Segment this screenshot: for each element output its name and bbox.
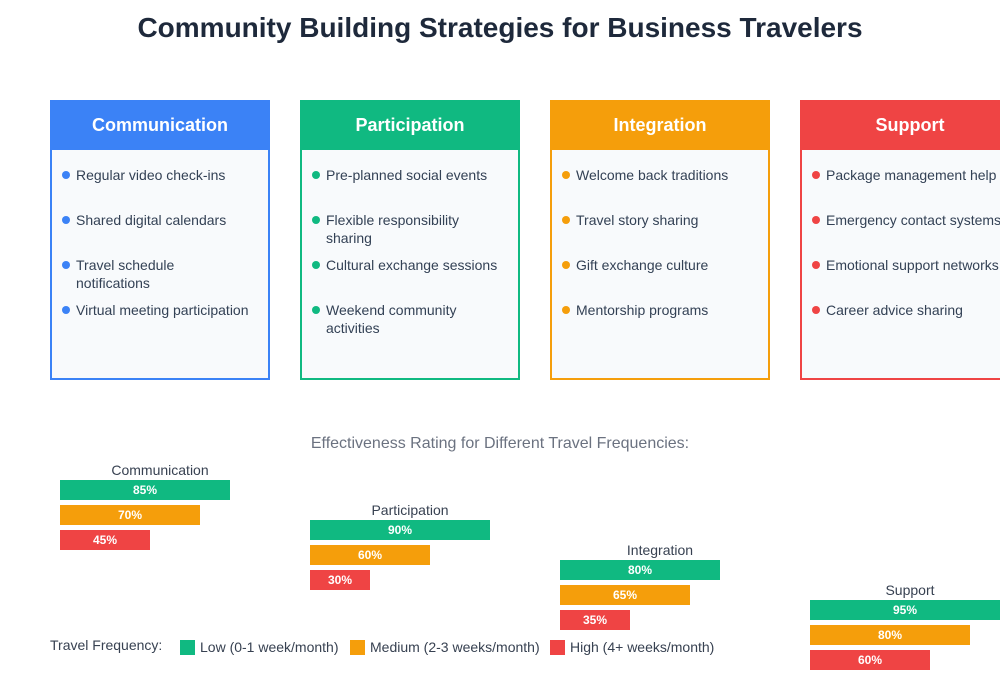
list-item-text: Travel story sharing (576, 212, 699, 228)
legend-item-medium: Medium (2-3 weeks/month) (350, 639, 540, 655)
bullet-icon (812, 171, 820, 179)
list-item: Pre-planned social events (312, 166, 512, 184)
bullet-icon (562, 216, 570, 224)
bar-participation-high: 30% (310, 570, 370, 590)
list-item: Regular video check-ins (62, 166, 262, 184)
list-item-text: Flexible responsibility sharing (326, 212, 460, 246)
list-item: Weekend community activities (312, 301, 512, 337)
bar-communication-low: 85% (60, 480, 230, 500)
list-item: Package management help (812, 166, 1000, 184)
list-item: Travel schedule notifications (62, 256, 262, 292)
bar-support-high: 60% (810, 650, 930, 670)
list-item-text: Shared digital calendars (76, 212, 227, 228)
list-item-text: Virtual meeting participation (76, 302, 249, 318)
list-item: Flexible responsibility sharing (312, 211, 512, 247)
strategy-card-integration: Integration Welcome back traditions Trav… (550, 100, 770, 380)
group-label-communication: Communication (111, 462, 209, 478)
legend-swatch-high (550, 639, 565, 655)
bar-participation-medium: 60% (310, 545, 430, 565)
bullet-icon (312, 306, 320, 314)
list-item-text: Cultural exchange sessions (326, 257, 498, 273)
list-item: Welcome back traditions (562, 166, 762, 184)
bullet-icon (562, 261, 570, 269)
bar-support-low: 95% (810, 600, 1000, 620)
list-item: Mentorship programs (562, 301, 762, 319)
list-item-text: Package management help (826, 167, 997, 183)
bar-integration-low: 80% (560, 560, 720, 580)
group-label-support: Support (885, 582, 935, 598)
list-item-text: Emergency contact systems (826, 212, 1000, 228)
bullet-icon (62, 216, 70, 224)
card-header-participation: Participation (300, 100, 520, 150)
card-header-support: Support (802, 100, 1000, 150)
list-item-text: Regular video check-ins (76, 167, 226, 183)
page-title: Community Building Strategies for Busine… (137, 12, 863, 43)
list-item-text: Gift exchange culture (576, 257, 709, 273)
legend-swatch-low (180, 639, 195, 655)
bullet-icon (812, 306, 820, 314)
list-item: Shared digital calendars (62, 211, 262, 229)
bullet-icon (562, 306, 570, 314)
bullet-icon (312, 216, 320, 224)
legend-text-low: Low (0-1 week/month) (200, 639, 339, 655)
list-item-text: Career advice sharing (826, 302, 963, 318)
legend-item-high: High (4+ weeks/month) (550, 639, 714, 655)
legend-item-low: Low (0-1 week/month) (180, 639, 339, 655)
list-item-text: Welcome back traditions (576, 167, 729, 183)
list-item: Emotional support networks (812, 256, 1000, 274)
strategy-card-support: Support Package management help Emergenc… (800, 100, 1000, 380)
list-item-text: Emotional support networks (826, 257, 999, 273)
strategy-card-communication: Communication Regular video check-ins Sh… (50, 100, 270, 380)
bullet-icon (812, 261, 820, 269)
legend-text-high: High (4+ weeks/month) (570, 639, 715, 655)
card-header-communication: Communication (50, 100, 270, 150)
list-item: Travel story sharing (562, 211, 762, 229)
strategy-card-participation: Participation Pre-planned social events … (300, 100, 520, 380)
bullet-icon (62, 171, 70, 179)
list-item-text: Travel schedule notifications (76, 257, 175, 291)
bullet-icon (562, 171, 570, 179)
legend-label: Travel Frequency: (50, 637, 163, 653)
bar-communication-medium: 70% (60, 505, 200, 525)
legend-text-medium: Medium (2-3 weeks/month) (370, 639, 540, 655)
list-item-text: Mentorship programs (576, 302, 709, 318)
legend-swatch-medium (350, 639, 365, 655)
bullet-icon (62, 261, 70, 269)
list-item-text: Weekend community activities (326, 302, 457, 336)
bar-support-medium: 80% (810, 625, 970, 645)
bar-communication-high: 45% (60, 530, 150, 550)
list-item: Virtual meeting participation (62, 301, 262, 319)
list-item: Cultural exchange sessions (312, 256, 512, 274)
bar-participation-low: 90% (310, 520, 490, 540)
bullet-icon (312, 261, 320, 269)
group-label-integration: Integration (626, 542, 694, 558)
list-item-text: Pre-planned social events (326, 167, 488, 183)
bullet-icon (812, 216, 820, 224)
list-item: Gift exchange culture (562, 256, 762, 274)
list-item: Career advice sharing (812, 301, 1000, 319)
bar-integration-medium: 65% (560, 585, 690, 605)
card-header-integration: Integration (550, 100, 770, 150)
effectiveness-section-title: Effectiveness Rating for Different Trave… (310, 435, 690, 452)
list-item: Emergency contact systems (812, 211, 1000, 229)
bullet-icon (62, 306, 70, 314)
bullet-icon (312, 171, 320, 179)
bar-integration-high: 35% (560, 610, 630, 630)
group-label-participation: Participation (371, 502, 449, 518)
